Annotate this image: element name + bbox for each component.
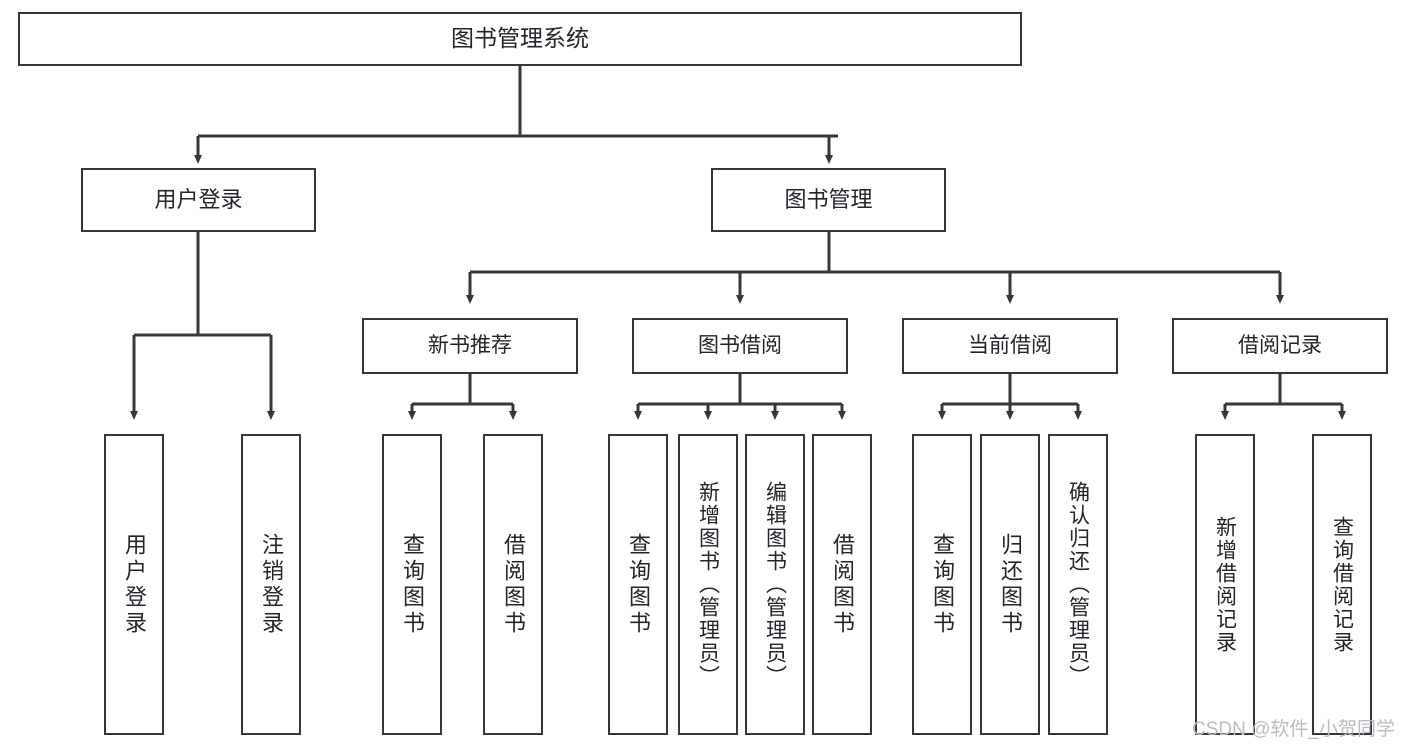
node-leaf-user-login[interactable]: 用户登录 [104, 434, 164, 735]
csdn-watermark: CSDN @软件_小贺同学 [1192, 719, 1395, 740]
node-leaf-query-book-3-label: 查询图书 [930, 532, 955, 637]
node-leaf-query-book-1[interactable]: 查询图书 [382, 434, 442, 735]
node-leaf-logout-label: 注销登录 [259, 532, 284, 637]
node-root[interactable]: 图书管理系统 [18, 12, 1022, 66]
node-leaf-edit-book[interactable]: 编辑图书（管理员） [745, 434, 805, 735]
node-leaf-return-book[interactable]: 归还图书 [980, 434, 1040, 735]
node-leaf-add-book[interactable]: 新增图书（管理员） [678, 434, 738, 735]
node-leaf-query-book-2[interactable]: 查询图书 [608, 434, 668, 735]
node-borrow-record[interactable]: 借阅记录 [1172, 318, 1388, 374]
node-current-borrow[interactable]: 当前借阅 [902, 318, 1118, 374]
node-leaf-confirm-return-label: 确认归还（管理员） [1066, 481, 1090, 688]
node-leaf-query-book-1-label: 查询图书 [400, 532, 425, 637]
node-leaf-query-book-3[interactable]: 查询图书 [912, 434, 972, 735]
node-new-book-rec-label: 新书推荐 [428, 333, 512, 357]
node-leaf-edit-book-label: 编辑图书（管理员） [763, 481, 787, 688]
node-leaf-logout[interactable]: 注销登录 [241, 434, 301, 735]
node-book-manage-label: 图书管理 [784, 187, 873, 213]
node-book-manage[interactable]: 图书管理 [711, 168, 946, 232]
node-borrow-record-label: 借阅记录 [1238, 333, 1322, 357]
node-leaf-query-record[interactable]: 查询借阅记录 [1312, 434, 1372, 735]
node-user-login[interactable]: 用户登录 [81, 168, 316, 232]
node-root-label: 图书管理系统 [451, 25, 589, 52]
node-leaf-borrow-book-2[interactable]: 借阅图书 [812, 434, 872, 735]
node-leaf-borrow-book-1[interactable]: 借阅图书 [483, 434, 543, 735]
node-leaf-add-book-label: 新增图书（管理员） [696, 481, 720, 688]
node-new-book-rec[interactable]: 新书推荐 [362, 318, 578, 374]
node-leaf-confirm-return[interactable]: 确认归还（管理员） [1048, 434, 1108, 735]
node-leaf-return-book-label: 归还图书 [998, 532, 1023, 637]
node-leaf-add-record-label: 新增借阅记录 [1213, 515, 1237, 654]
node-book-borrow[interactable]: 图书借阅 [632, 318, 848, 374]
node-leaf-borrow-book-1-label: 借阅图书 [501, 532, 526, 637]
node-book-borrow-label: 图书借阅 [698, 333, 782, 357]
node-leaf-user-login-label: 用户登录 [122, 532, 147, 637]
node-user-login-label: 用户登录 [154, 187, 243, 213]
node-leaf-query-book-2-label: 查询图书 [626, 532, 651, 637]
node-leaf-borrow-book-2-label: 借阅图书 [830, 532, 855, 637]
node-leaf-query-record-label: 查询借阅记录 [1330, 515, 1354, 654]
node-leaf-add-record[interactable]: 新增借阅记录 [1195, 434, 1255, 735]
node-current-borrow-label: 当前借阅 [968, 333, 1052, 357]
